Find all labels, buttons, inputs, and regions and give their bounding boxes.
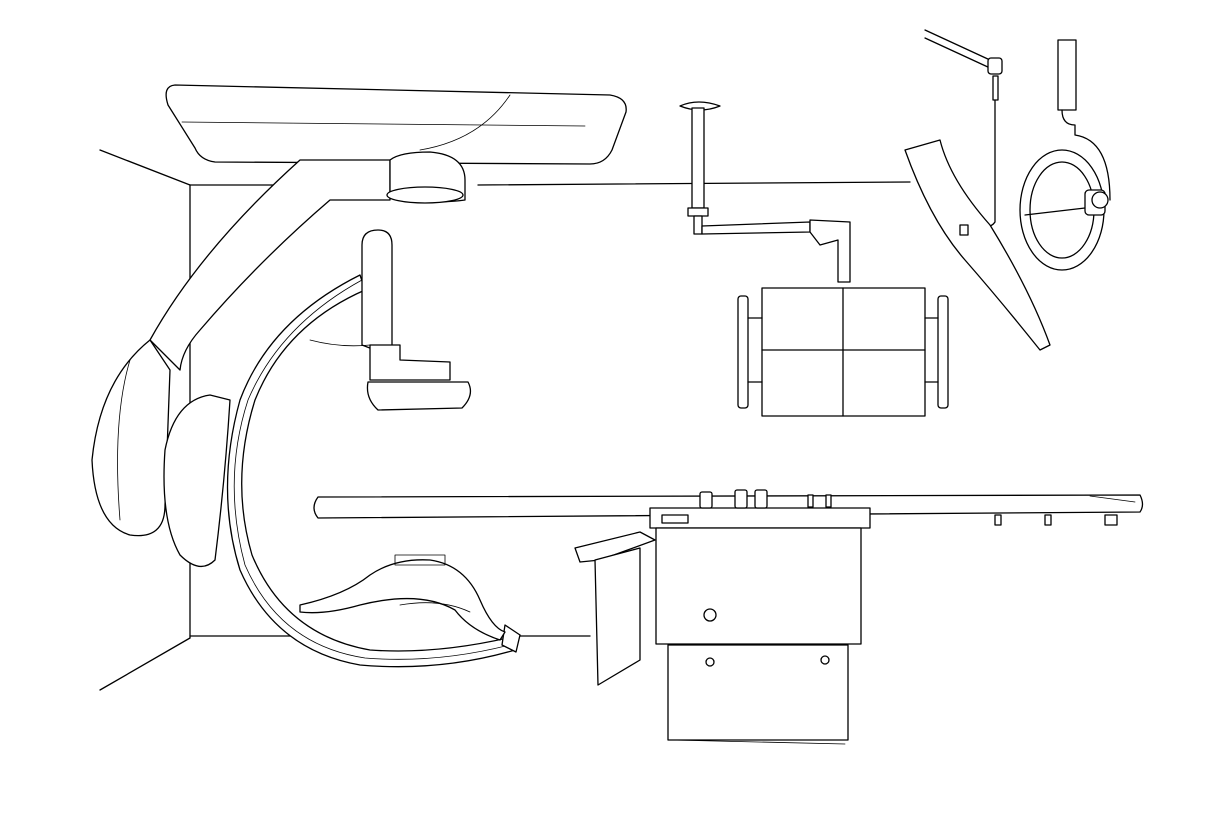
x-ray-tube-cradle (299, 554, 506, 641)
patient-table (313, 489, 1144, 745)
c-arm (91, 151, 521, 668)
flat-detector (309, 229, 472, 411)
radiation-shield (904, 29, 1051, 351)
surgical-lamp (1019, 39, 1111, 271)
ceiling-gantry (165, 84, 627, 165)
ceiling-monitor (679, 101, 949, 417)
